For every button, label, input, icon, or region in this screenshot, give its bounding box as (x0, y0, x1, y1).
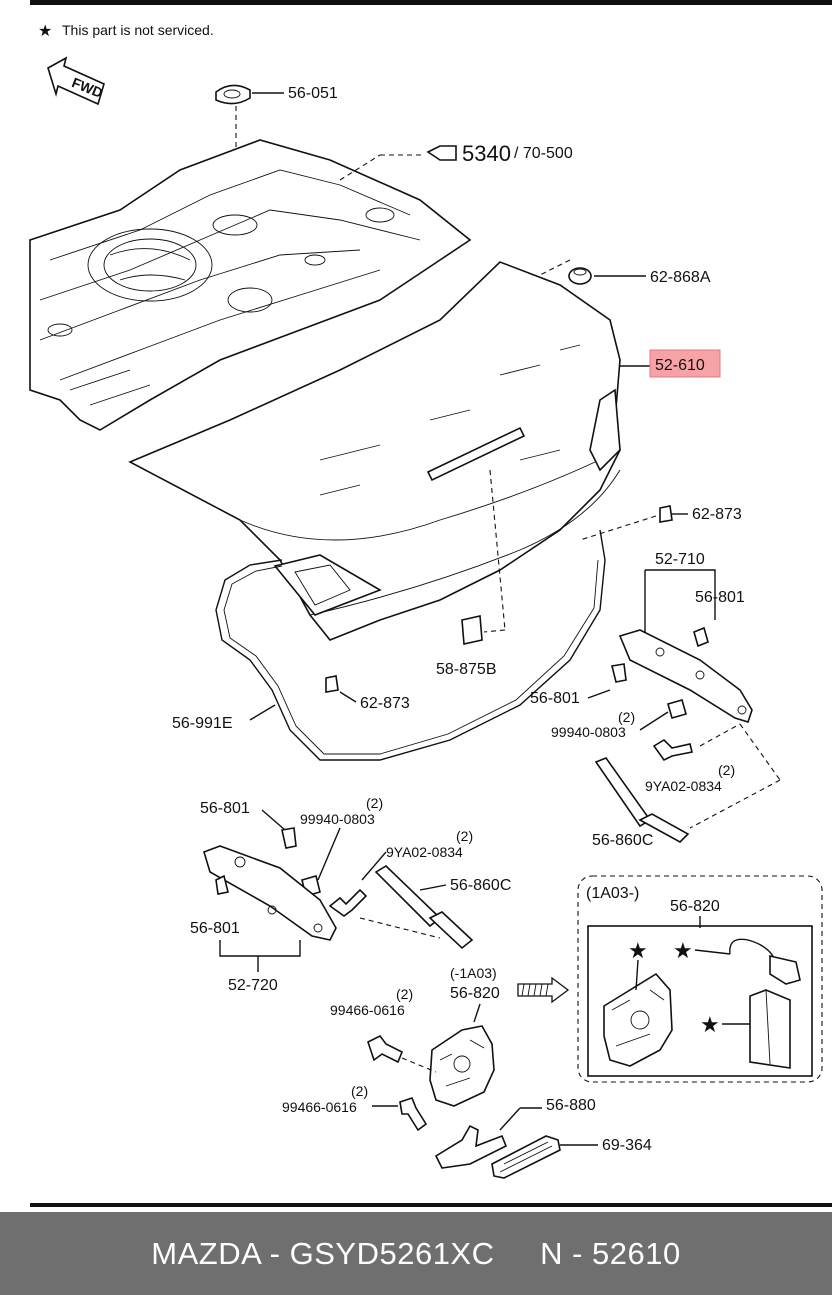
top-border (30, 0, 832, 5)
label-62-868a: 62-868A (650, 269, 711, 286)
variant-box-1a03 (577, 875, 823, 1083)
label-99940-b: 99940-0803 (300, 811, 375, 827)
qty-99940-b: (2) (366, 795, 383, 811)
label-56-801-d: 56-801 (190, 920, 240, 937)
fwd-arrow-icon: FWD (47, 56, 105, 106)
label-62-873-lower: 62-873 (360, 695, 410, 712)
latch-detail-box (587, 925, 813, 1077)
label-58-875b: 58-875B (436, 661, 497, 678)
hinge-52-720 (203, 845, 337, 941)
label-52-710: 52-710 (655, 551, 705, 568)
footer-part-number: MAZDA - GSYD5261XC N - 52610 (151, 1236, 681, 1271)
cover-69-364 (491, 1135, 561, 1179)
label-56-860c-left: 56-860C (450, 877, 511, 894)
label-5340: 5340 (462, 141, 511, 166)
label-56-820-a: 56-820 (450, 985, 500, 1002)
hinge-52-710 (618, 629, 753, 723)
star-icon-label: ★ (700, 1012, 720, 1037)
label-56-801-b: 56-801 (530, 690, 580, 707)
weatherstrip-56-991e (215, 529, 606, 761)
bolt-99466-b (399, 1097, 428, 1132)
label-1a03: (-1A03) (450, 965, 497, 981)
bolt-9ya02-a (652, 738, 693, 762)
cable-connector (729, 938, 801, 985)
label-99466-a: 99466-0616 (330, 1002, 405, 1018)
label-56-051: 56-051 (288, 85, 338, 102)
bolt-56-801-b (611, 663, 627, 683)
star-icon: ★ (38, 23, 52, 40)
bumper-62-873-upper (659, 505, 673, 523)
trunk-latch-56-820-b (603, 972, 673, 1067)
qty-9ya02-a: (2) (718, 762, 735, 778)
striker-56-880 (434, 1124, 508, 1169)
rear-floor-panel (29, 139, 472, 431)
caution-label (749, 989, 791, 1069)
label-52-720: 52-720 (228, 977, 278, 994)
label-99940-a: 99940-0803 (551, 724, 626, 740)
hatched-arrow-icon (517, 976, 570, 1004)
qty-99940-a: (2) (618, 709, 635, 725)
bolt-9ya02-b (328, 888, 368, 917)
star-icon-cable: ★ (673, 938, 693, 963)
label-9ya02-b: 9YA02-0834 (386, 844, 463, 860)
bolt-56-801-c (281, 827, 297, 849)
not-serviced-note: This part is not serviced. (62, 22, 214, 38)
gas-strut-56-860c-left (374, 864, 474, 950)
bracket-58-875b (461, 615, 483, 645)
qty-99466-b: (2) (351, 1083, 368, 1099)
bottom-border (30, 1203, 832, 1207)
bolt-56-801-a (693, 626, 709, 648)
label-1a03-box: (1A03-) (586, 885, 639, 902)
label-56-860c-right: 56-860C (592, 832, 653, 849)
bumper-62-868a (568, 267, 592, 285)
label-62-873-upper: 62-873 (692, 506, 742, 523)
label-56-880: 56-880 (546, 1097, 596, 1114)
grommet-56-051 (215, 84, 251, 105)
label-9ya02-a: 9YA02-0834 (645, 778, 722, 794)
label-52-610: 52-610 (655, 357, 705, 374)
label-69-364: 69-364 (602, 1137, 652, 1154)
nut-99940-a (667, 699, 687, 719)
bolt-99466-a (367, 1034, 404, 1064)
gas-strut-56-860c-right (594, 757, 690, 843)
label-56-801-c: 56-801 (200, 800, 250, 817)
qty-9ya02-b: (2) (456, 828, 473, 844)
footer-bar (0, 1212, 832, 1295)
reference-arrow-icon (426, 145, 457, 161)
trunk-latch-56-820-a (429, 1025, 495, 1107)
highlight-box-52-610 (649, 349, 721, 378)
qty-99466-a: (2) (396, 986, 413, 1002)
bumper-62-873-lower (325, 675, 339, 693)
label-70-500: / 70-500 (514, 145, 573, 162)
label-56-820-b: 56-820 (670, 898, 720, 915)
label-99466-b: 99466-0616 (282, 1099, 357, 1115)
label-56-801-a: 56-801 (695, 589, 745, 606)
label-56-991e: 56-991E (172, 715, 233, 732)
star-icon-latch: ★ (628, 938, 648, 963)
